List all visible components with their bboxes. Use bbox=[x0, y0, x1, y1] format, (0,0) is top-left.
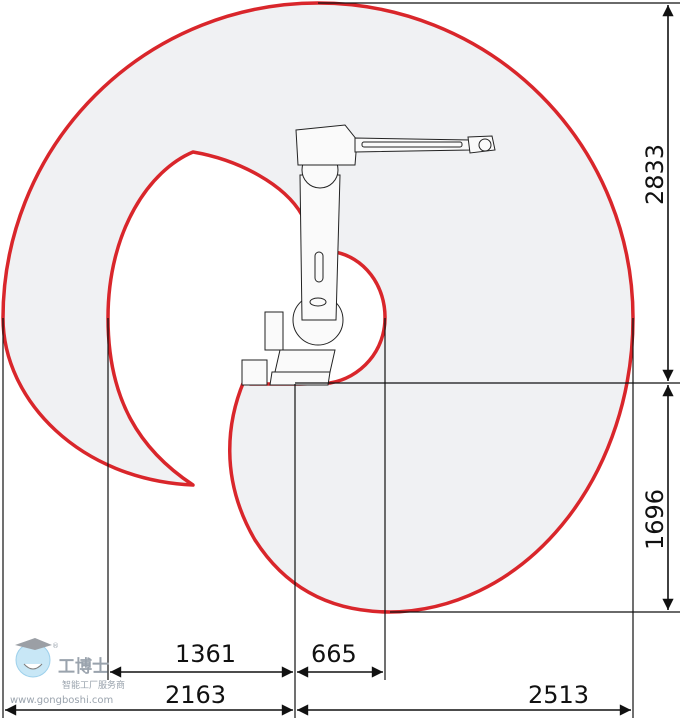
watermark-registered: ® bbox=[52, 642, 59, 650]
robot-arm-drawing bbox=[241, 124, 496, 386]
dim-vertical-upper: 2833 bbox=[641, 144, 669, 205]
watermark-tagline: 智能工厂服务商 bbox=[62, 679, 125, 691]
dim-horizontal-outer-right: 2513 bbox=[528, 681, 589, 709]
dim-horizontal-inner-left: 1361 bbox=[175, 640, 236, 668]
working-envelope bbox=[1, 1, 635, 614]
watermark-brand: 工博士 bbox=[58, 656, 109, 677]
dim-horizontal-outer-left: 2163 bbox=[165, 681, 226, 709]
watermark-url: www.gongboshi.com bbox=[10, 695, 113, 706]
dimension-lines bbox=[5, 5, 674, 716]
watermark-logo bbox=[15, 638, 52, 678]
dim-vertical-lower: 1696 bbox=[641, 489, 669, 550]
dim-horizontal-inner-right: 665 bbox=[311, 640, 357, 668]
